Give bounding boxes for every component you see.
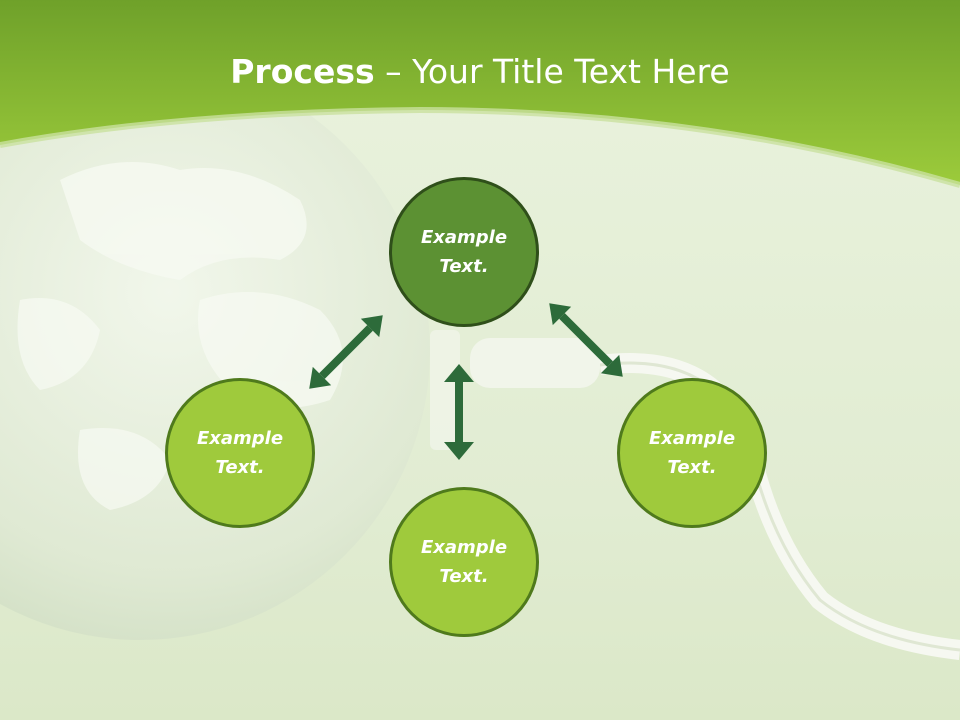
node-bottom[interactable]: Example Text. <box>389 487 539 637</box>
node-left-line2: Text. <box>215 457 265 478</box>
arrow-top-right <box>549 303 623 377</box>
arrow-top-left <box>309 315 383 389</box>
node-left[interactable]: Example Text. <box>165 378 315 528</box>
node-left-line1: Example <box>196 428 284 449</box>
title-bold: Process <box>230 52 375 91</box>
node-top[interactable]: Example Text. <box>389 177 539 327</box>
plug <box>470 338 600 388</box>
node-right-line2: Text. <box>667 457 717 478</box>
header-band <box>0 0 960 185</box>
title-rest: – Your Title Text Here <box>374 52 730 91</box>
node-bottom-line1: Example <box>420 537 508 558</box>
node-right-line1: Example <box>648 428 736 449</box>
node-bottom-line2: Text. <box>439 566 489 587</box>
socket <box>430 330 460 450</box>
node-right[interactable]: Example Text. <box>617 378 767 528</box>
arrow-vertical <box>444 364 474 460</box>
page-title: Process – Your Title Text Here <box>0 52 960 91</box>
node-top-line2: Text. <box>439 256 489 277</box>
globe-continents <box>17 162 343 510</box>
node-top-line1: Example <box>420 227 508 248</box>
